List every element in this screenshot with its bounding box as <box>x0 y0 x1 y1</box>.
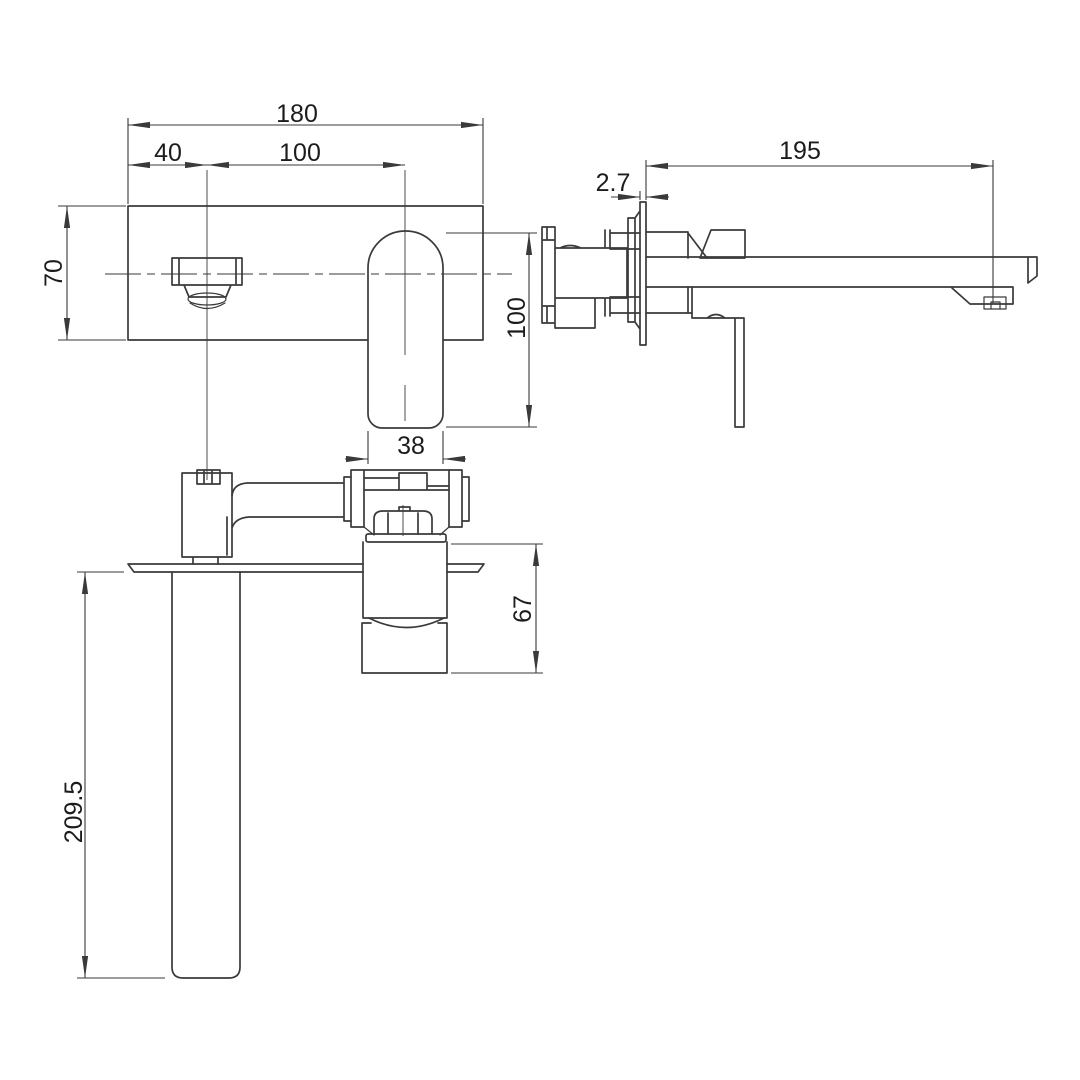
dim-label-spout-offset: 40 <box>154 139 182 167</box>
plan-spout-top <box>171 571 241 979</box>
extension-lines-body-depth <box>451 543 543 674</box>
side-lever-handle <box>691 312 745 428</box>
front-spout-outlet <box>171 257 243 298</box>
plan-cartridge-collar <box>365 533 447 543</box>
side-view: 195 2.7 <box>541 137 1038 428</box>
side-inwall-body <box>541 226 641 329</box>
extension-lines-handle-drop <box>446 232 537 428</box>
dim-label-handle-width: 38 <box>397 432 425 460</box>
dim-label-plate-height: 70 <box>40 259 68 287</box>
front-backplate <box>127 205 484 341</box>
side-spout <box>645 256 1038 305</box>
dim-label-handle-drop: 100 <box>503 297 531 339</box>
dim-label-overall-depth: 209.5 <box>60 781 88 844</box>
front-handle <box>367 230 444 429</box>
dim-label-plate-width: 180 <box>276 100 318 128</box>
front-view: 180 40 100 70 100 38 <box>40 100 537 480</box>
plan-cartridge-cylinder <box>362 541 448 619</box>
side-upper-trim <box>645 231 708 259</box>
plan-wall-plate-edge <box>127 563 485 573</box>
side-aerator-ring <box>983 296 1007 310</box>
plan-view: 67 209.5 <box>60 469 543 979</box>
plan-tee-caps <box>343 476 470 522</box>
extension-lines-plate-width <box>127 118 484 204</box>
dim-label-spout-to-handle: 100 <box>279 139 321 167</box>
dim-label-body-depth: 67 <box>509 595 537 623</box>
plan-cartridge-cap <box>361 622 448 674</box>
plan-cartridge-dish <box>368 617 445 629</box>
plan-supply-pipe <box>231 482 345 529</box>
dim-label-spout-reach: 195 <box>779 137 821 165</box>
side-wall-plate <box>627 201 647 346</box>
side-handle-mount <box>699 229 746 259</box>
plan-tee-body <box>363 469 450 491</box>
dim-label-plate-thickness: 2.7 <box>596 169 631 197</box>
plan-inlet-block <box>181 469 233 565</box>
